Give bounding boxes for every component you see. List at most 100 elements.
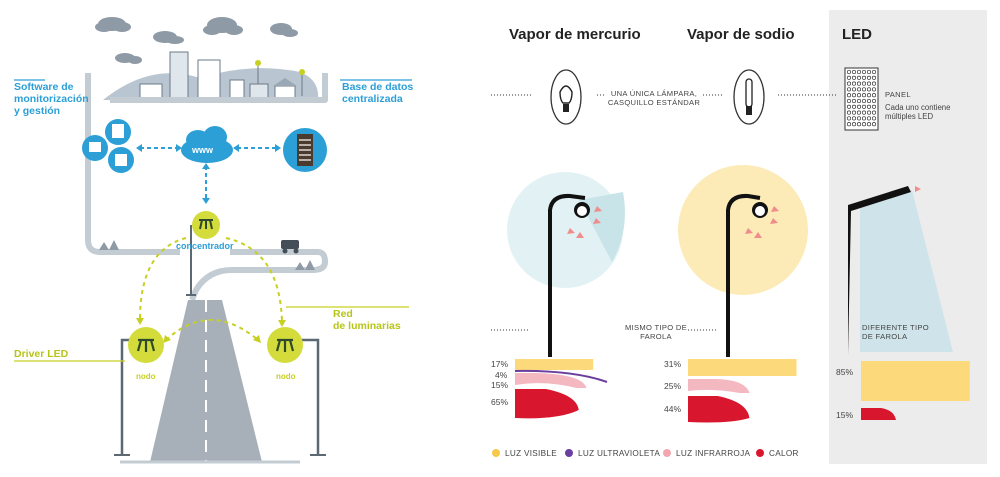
led-dot xyxy=(861,87,867,92)
led-panel-frame xyxy=(844,67,879,131)
legend-infrared: LUZ INFRARROJA xyxy=(663,446,750,460)
led-dot xyxy=(871,81,877,86)
led-dot xyxy=(846,98,852,104)
led-dot xyxy=(866,116,872,121)
led-panel-icon xyxy=(844,67,879,131)
title-sodium: Vapor de sodio xyxy=(687,26,795,43)
panel-title: PANEL xyxy=(885,90,911,99)
legend-visible: LUZ VISIBLE xyxy=(492,446,557,460)
led-dot xyxy=(856,81,862,86)
same-pole-caption: MISMO TIPO DE FAROLA xyxy=(625,323,687,341)
led-dot xyxy=(871,116,877,121)
pct-sodium-visible: 31% xyxy=(664,359,682,369)
led-dot xyxy=(846,69,852,75)
software-icon xyxy=(82,119,134,173)
led-dot xyxy=(861,93,867,98)
led-dot xyxy=(851,98,857,104)
bar-mercury-ultraviolet xyxy=(514,369,608,383)
node-right-label: nodo xyxy=(276,372,296,381)
energy-charts xyxy=(514,359,970,423)
trees xyxy=(99,240,315,270)
legend-dot-ultraviolet xyxy=(565,449,573,457)
led-dot xyxy=(851,104,857,109)
led-dot xyxy=(861,110,867,115)
led-dot xyxy=(846,122,852,127)
led-dot xyxy=(856,87,862,92)
led-dot xyxy=(871,98,877,104)
legend-label-infrared: LUZ INFRARROJA xyxy=(676,448,751,458)
led-dot xyxy=(861,116,867,121)
title-led: LED xyxy=(842,26,872,43)
led-dot xyxy=(856,75,862,80)
arrow-heads xyxy=(136,144,281,204)
www-label: www xyxy=(192,145,214,155)
led-dot xyxy=(861,122,867,127)
led-dot xyxy=(861,69,867,75)
road xyxy=(120,300,300,464)
lamp-caption: UNA ÚNICA LÁMPARA, CASQUILLO ESTÁNDAR xyxy=(607,89,701,107)
led-dot xyxy=(871,93,877,98)
led-dot xyxy=(861,104,867,109)
network-pipes xyxy=(85,73,328,302)
city-skyline xyxy=(103,51,319,101)
database-server-icon xyxy=(283,128,327,172)
led-dot xyxy=(851,87,857,92)
driver-led-label: Driver LED xyxy=(14,348,69,360)
led-dot xyxy=(861,81,867,86)
led-dot xyxy=(866,98,872,104)
concentrator-label: concentrador xyxy=(176,241,234,251)
legend-label-visible: LUZ VISIBLE xyxy=(505,448,557,458)
pct-mercury-uv: 4% xyxy=(495,370,508,380)
led-dot xyxy=(871,75,877,80)
title-mercury: Vapor de mercurio xyxy=(509,26,641,43)
link-arrow-heads xyxy=(136,318,286,343)
pct-mercury-heat: 65% xyxy=(491,397,509,407)
legend-heat: CALOR xyxy=(756,446,799,460)
led-dot xyxy=(856,98,862,104)
led-dot xyxy=(851,122,857,127)
led-dot xyxy=(856,69,862,75)
bar-sodium-heat xyxy=(688,396,750,423)
led-dot xyxy=(851,93,857,98)
software-label: Software de monitorización y gestión xyxy=(14,81,89,117)
led-dot xyxy=(866,81,872,86)
pct-mercury-visible: 17% xyxy=(491,359,509,369)
led-dot xyxy=(846,87,852,92)
led-dot xyxy=(866,122,872,127)
bar-sodium-infrared xyxy=(688,379,750,393)
sodium-lamp-icon xyxy=(733,69,765,125)
legend-label-ultraviolet: LUZ ULTRAVIOLETA xyxy=(578,448,661,458)
sodium-lamp-scene xyxy=(678,165,808,357)
led-dot xyxy=(866,69,872,75)
luminaires-network-label: Red de luminarias xyxy=(333,308,401,332)
clouds xyxy=(95,17,298,64)
pct-sodium-heat: 44% xyxy=(664,404,682,414)
led-dot xyxy=(846,104,852,109)
data-link-arrows xyxy=(140,147,277,200)
legend-label-heat: CALOR xyxy=(769,448,799,458)
car-icon xyxy=(281,240,299,254)
led-dot xyxy=(856,104,862,109)
legend-dot-visible xyxy=(492,449,500,457)
wireless-links xyxy=(139,237,283,341)
node-left-icon xyxy=(114,327,164,456)
database-label: Base de datos centralizada xyxy=(342,81,414,105)
legend-dot-heat xyxy=(756,449,764,457)
led-dot xyxy=(851,81,857,86)
led-dot xyxy=(866,104,872,109)
led-dot xyxy=(856,122,862,127)
dotted-guides xyxy=(491,94,838,331)
led-dot xyxy=(871,69,877,75)
led-dot xyxy=(856,110,862,115)
panel-caption: Cada uno contiene múltiples LED xyxy=(885,103,951,121)
led-dot xyxy=(866,87,872,92)
led-dot xyxy=(861,98,867,104)
pct-led-heat: 15% xyxy=(836,410,854,420)
led-dot xyxy=(846,75,852,80)
led-dot xyxy=(856,93,862,98)
mercury-lamp-scene xyxy=(507,172,625,357)
pct-sodium-infrared: 25% xyxy=(664,381,682,391)
bar-mercury-infrared xyxy=(515,373,587,388)
